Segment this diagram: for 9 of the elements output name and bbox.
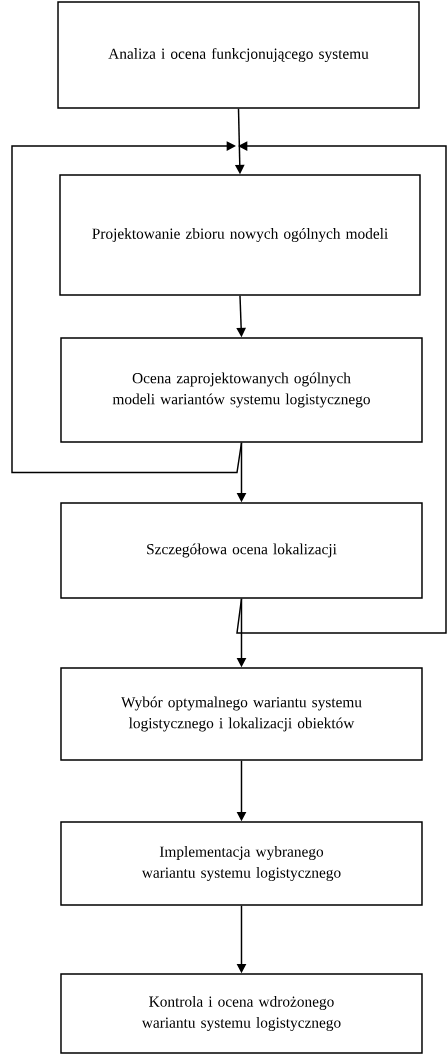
process-box: Kontrola i ocena wdrożonego wariantu systemu logistycznego xyxy=(60,973,423,1054)
process-box: Ocena zaprojektowanych ogólnych modeli wariantów systemu logistycznego xyxy=(60,337,423,443)
process-box: Projektowanie zbioru nowych ogólnych modeli xyxy=(59,174,421,296)
process-box: Wybór optymalnego wariantu systemu logistycznego i lokalizacji obiektów xyxy=(60,667,423,761)
process-box: Implementacja wybranego wariantu systemu logistycznego xyxy=(60,821,423,906)
process-box: Szczegółowa ocena lokalizacji xyxy=(60,502,423,599)
arrow xyxy=(11,141,243,474)
arrow xyxy=(236,141,447,634)
process-box: Analiza i ocena funkcjonującego systemu xyxy=(57,1,420,109)
